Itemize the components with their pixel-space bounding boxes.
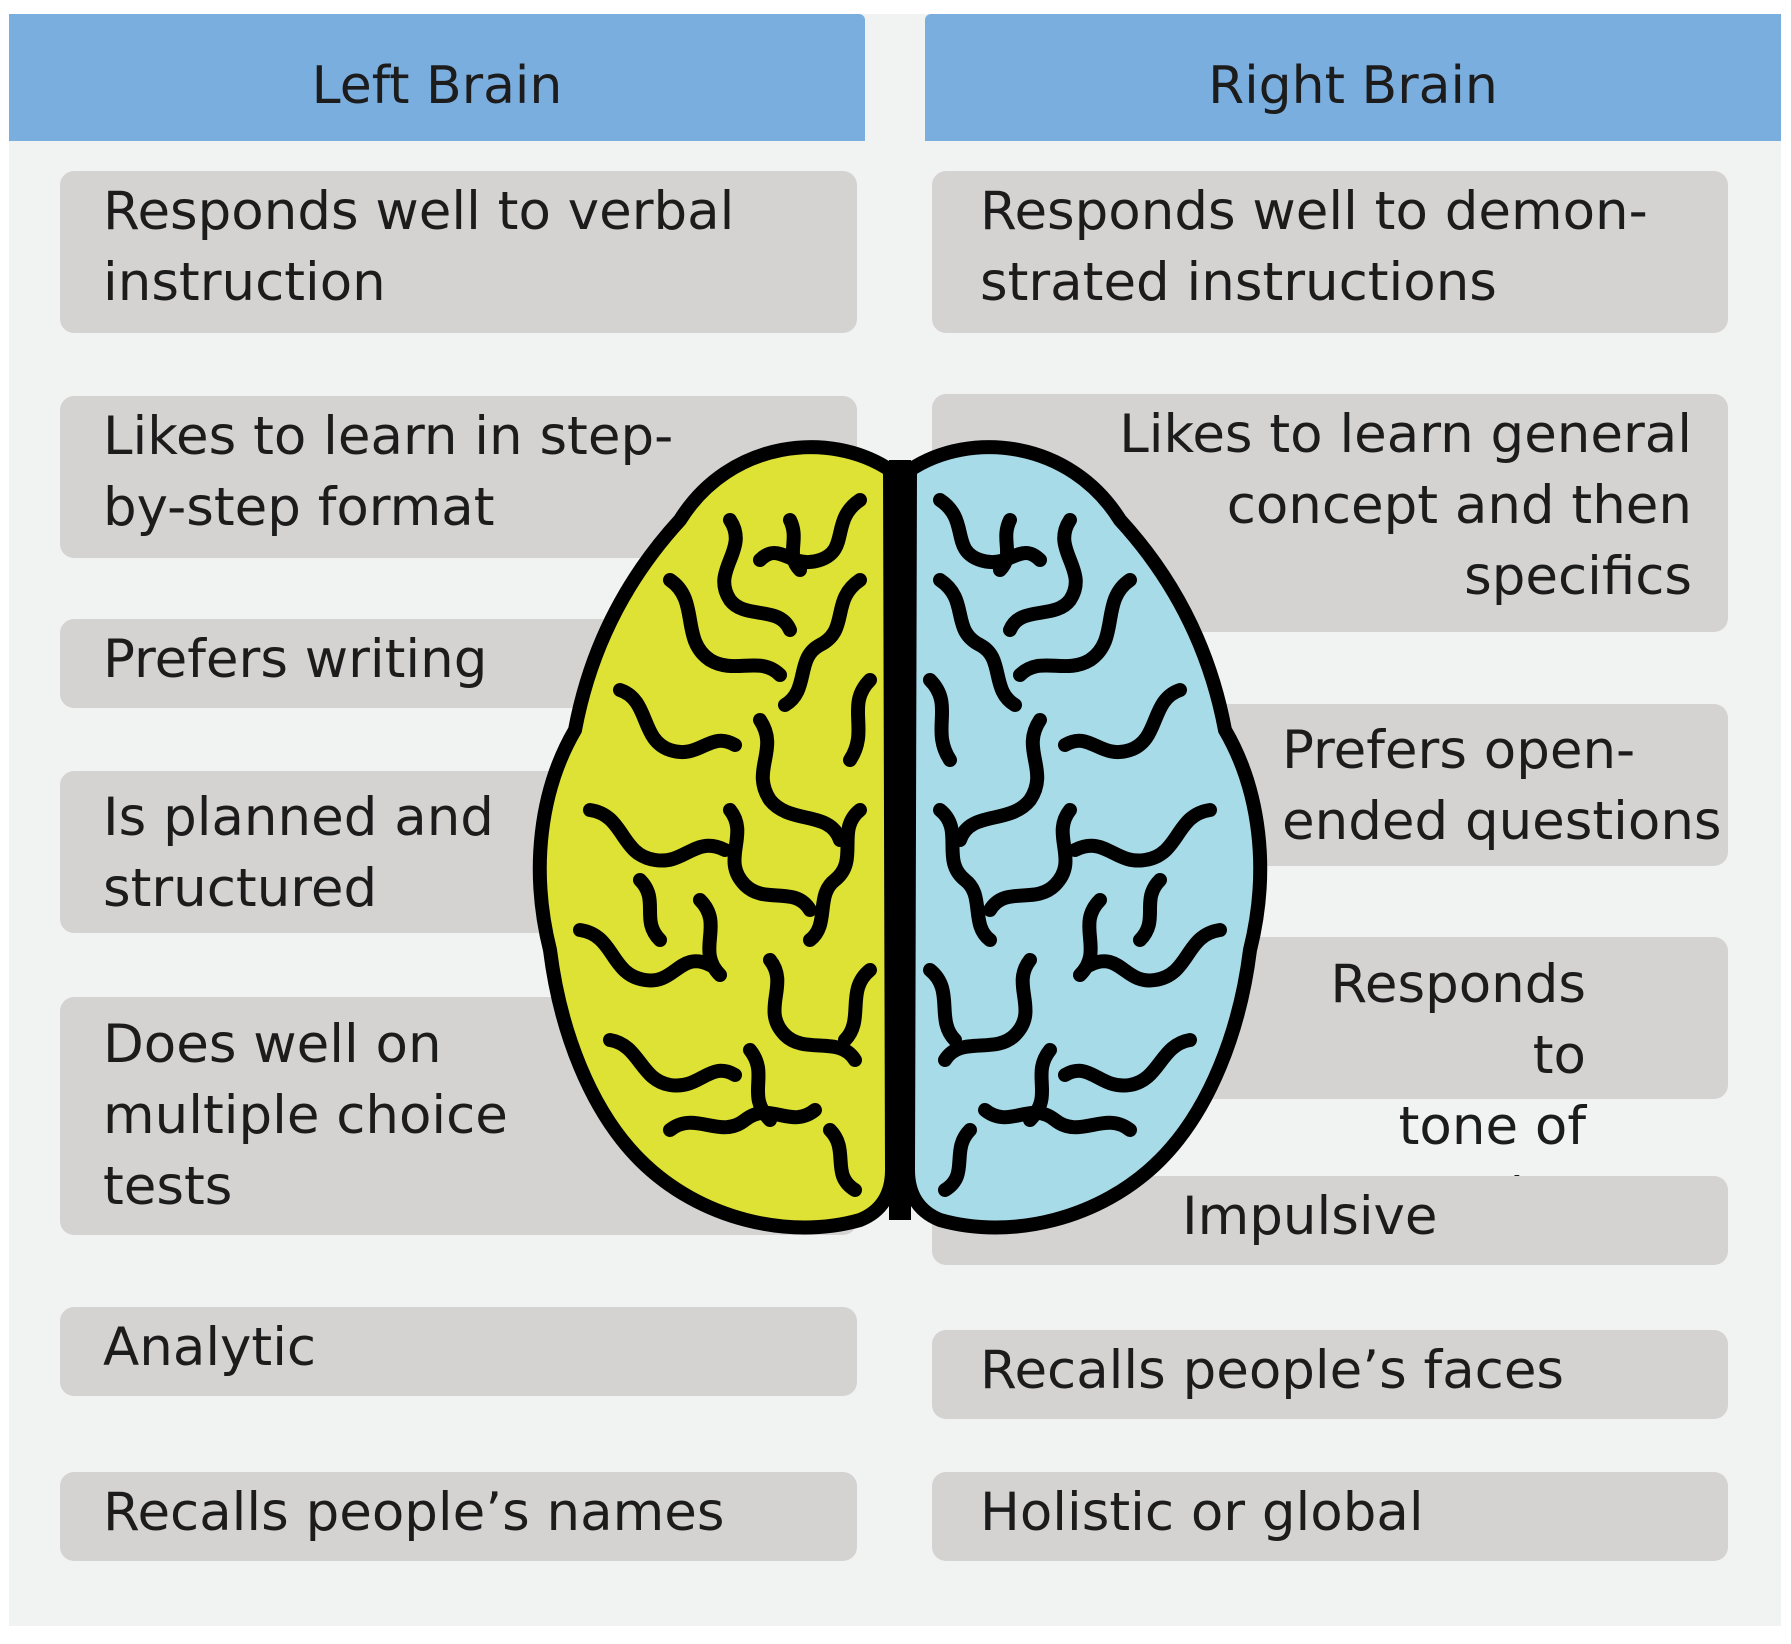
- left-item-box: Analytic: [60, 1307, 857, 1396]
- right-item-text: Impulsive: [1182, 1186, 1438, 1247]
- right-header-bar: [925, 14, 1781, 141]
- header-divider-tab: [865, 64, 925, 144]
- left-brain-title: Left Brain: [311, 56, 563, 116]
- left-item-text: Analytic: [103, 1317, 317, 1378]
- left-item-text: Prefers writing: [103, 629, 488, 690]
- left-item-text: Responds well to verbal instruction: [103, 181, 735, 313]
- right-item-text: Holistic or global: [980, 1482, 1424, 1543]
- left-item-text: Does well on multiple choice tests: [103, 1014, 508, 1217]
- brain-icon: [532, 440, 1268, 1235]
- left-item-box: Recalls people’s names: [60, 1472, 857, 1561]
- left-header-bar: [9, 14, 865, 141]
- right-brain-title: Right Brain: [1208, 56, 1498, 116]
- right-item-text: Recalls people’s faces: [980, 1340, 1565, 1401]
- right-item-box: Responds well to demon- strated instruct…: [932, 171, 1728, 333]
- header-notch: [865, 141, 925, 201]
- right-item-box: Holistic or global: [932, 1472, 1728, 1561]
- left-item-text: Recalls people’s names: [103, 1482, 725, 1543]
- right-item-text: Responds well to demon- strated instruct…: [980, 181, 1648, 313]
- left-item-text: Is planned and structured: [103, 787, 494, 919]
- right-item-text: Prefers open- ended questions: [1282, 720, 1722, 852]
- left-item-box: Responds well to verbal instruction: [60, 171, 857, 333]
- right-item-text: Likes to learn general concept and then …: [1119, 404, 1692, 607]
- right-item-box: Recalls people’s faces: [932, 1330, 1728, 1419]
- left-item-text: Likes to learn in step- by-step format: [103, 406, 674, 538]
